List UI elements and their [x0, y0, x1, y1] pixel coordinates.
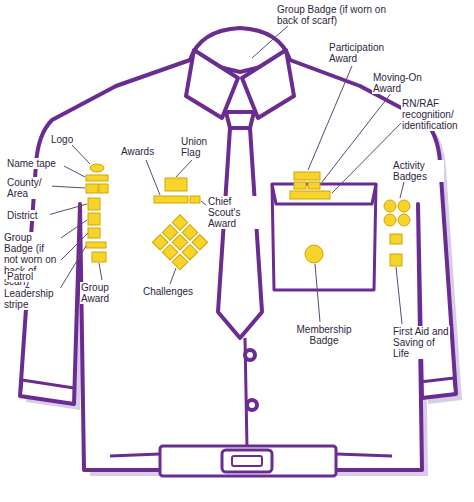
badges	[86, 164, 410, 270]
callout-label: Logo	[50, 134, 74, 145]
shirt-outline	[20, 28, 456, 476]
callout-label: Membership Badge	[295, 324, 353, 346]
callout-label: Moving-On Award	[372, 72, 436, 94]
callout-label: Activity Badges	[392, 160, 444, 182]
leader-lines	[44, 24, 412, 324]
callout-label: Group Award	[80, 282, 128, 304]
callout-label: Participation Award	[328, 42, 400, 64]
callout-label: First Aid and Saving of Life	[392, 326, 450, 359]
callout-label: District	[6, 210, 50, 221]
callout-label: Chief Scout's Award	[207, 196, 263, 229]
callout-label: Name tape	[6, 158, 64, 169]
callout-label: Challenges	[142, 286, 194, 297]
callout-label: County/ Area	[6, 177, 52, 199]
callout-label: RN/RAF recognition/ identification	[401, 98, 471, 131]
callout-label: Union Flag	[180, 136, 226, 158]
callout-label: Leadership stripe	[3, 288, 61, 310]
callout-label: Patrol	[6, 271, 46, 282]
callout-label: Awards	[120, 146, 155, 157]
callout-label: Group Badge (if worn on back of scarf)	[276, 4, 408, 26]
